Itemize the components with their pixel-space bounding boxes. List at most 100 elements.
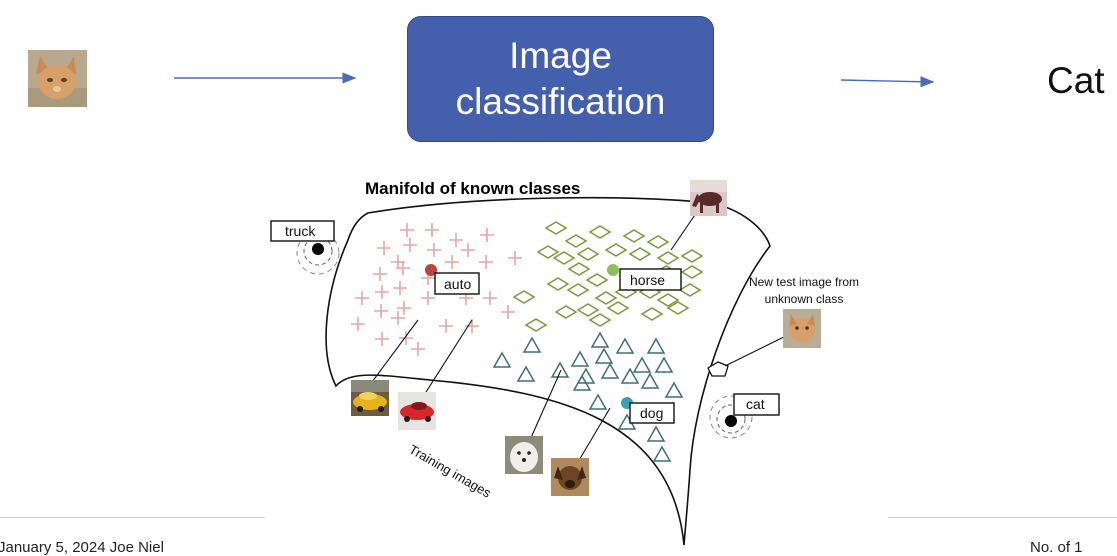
- horse-class-dot: [607, 264, 619, 276]
- auto-plus-marker: [425, 223, 439, 237]
- auto-plus-marker: [480, 228, 494, 242]
- box-line-1: Image: [509, 35, 612, 76]
- cat-label: cat: [746, 396, 765, 412]
- dog-triangle-marker: [632, 356, 652, 373]
- truck-label: truck: [285, 223, 316, 239]
- horse-diamond-marker: [524, 318, 548, 332]
- horse-diamond-marker: [546, 277, 570, 291]
- auto-plus-marker: [351, 317, 365, 331]
- horse-diamond-marker: [544, 221, 568, 235]
- dog-triangle-marker: [594, 347, 614, 364]
- input-cat-image: [28, 50, 87, 107]
- auto-plus-marker: [427, 243, 441, 257]
- dog-triangle-marker: [572, 374, 592, 391]
- box-line-2: classification: [455, 81, 666, 122]
- yellow-car-thumbnail: [351, 380, 389, 416]
- dog-triangle-marker: [600, 362, 620, 379]
- auto-plus-marker: [355, 291, 369, 305]
- horse-label-box: [619, 268, 682, 291]
- horse-diamond-marker: [680, 249, 704, 263]
- cat-label-box: [733, 393, 780, 416]
- dog-triangle-marker: [646, 425, 666, 442]
- auto-plus-marker: [396, 261, 410, 275]
- horse-diamond-marker: [576, 303, 600, 317]
- horse-diamond-marker: [564, 234, 588, 248]
- horse-thumbnail: [690, 180, 727, 216]
- footer-rule-right: [888, 517, 1117, 518]
- auto-plus-marker: [465, 319, 479, 333]
- red-car-thumbnail: [398, 392, 436, 430]
- brown-dog-thumbnail: [551, 458, 589, 496]
- auto-plus-marker: [508, 251, 522, 265]
- horse-diamond-marker: [566, 283, 590, 297]
- dog-triangle-marker: [590, 331, 610, 348]
- dog-triangle-marker: [516, 365, 536, 382]
- manifold-title: Manifold of known classes: [365, 179, 580, 198]
- auto-plus-marker: [439, 319, 453, 333]
- output-label: Cat: [1047, 60, 1105, 101]
- unknown-cat-thumbnail: [783, 309, 821, 348]
- horse-diamond-marker: [606, 301, 630, 315]
- dog-triangle-marker: [588, 393, 608, 410]
- auto-plus-marker: [374, 304, 388, 318]
- dog-triangle-marker: [654, 356, 674, 373]
- dog-label-box: [629, 402, 675, 424]
- horse-diamond-marker: [567, 262, 591, 276]
- horse-diamond-marker: [656, 251, 680, 265]
- test-note-line-1: New test image from: [749, 275, 859, 289]
- auto-plus-marker: [373, 267, 387, 281]
- auto-plus-marker: [375, 285, 389, 299]
- horse-diamond-marker: [678, 283, 702, 297]
- horse-diamond-marker: [622, 229, 646, 243]
- auto-plus-marker: [399, 331, 413, 345]
- dog-training-points: [492, 331, 684, 462]
- auto-class-dot: [425, 264, 437, 276]
- auto-plus-marker: [411, 342, 425, 356]
- auto-plus-marker: [479, 255, 493, 269]
- horse-diamond-marker: [512, 290, 536, 304]
- auto-plus-marker: [375, 332, 389, 346]
- auto-plus-marker: [483, 291, 497, 305]
- cat-unknown-point: [709, 395, 753, 439]
- horse-diamond-marker: [576, 247, 600, 261]
- horse-diamond-marker: [666, 301, 690, 315]
- horse-diamond-marker: [594, 291, 618, 305]
- dog-triangle-marker: [652, 445, 672, 462]
- horse-diamond-marker: [640, 307, 664, 321]
- dog-triangle-marker: [570, 350, 590, 367]
- test-note-line-2: unknown class: [765, 292, 844, 306]
- dog-triangle-marker: [615, 337, 635, 354]
- horse-diamond-marker: [554, 305, 578, 319]
- horse-diamond-marker: [552, 251, 576, 265]
- auto-plus-marker: [397, 301, 411, 315]
- auto-label-box: [434, 272, 480, 295]
- auto-plus-marker: [400, 223, 414, 237]
- auto-plus-marker: [391, 311, 405, 325]
- dog-triangle-marker: [646, 337, 666, 354]
- horse-diamond-marker: [646, 235, 670, 249]
- auto-training-points: [351, 223, 522, 356]
- horse-diamond-marker: [604, 243, 628, 257]
- dog-triangle-marker: [492, 351, 512, 368]
- auto-plus-marker: [501, 305, 515, 319]
- footer-right-text: No. of 1: [1030, 539, 1083, 556]
- image-classification-box: Image classification: [407, 16, 714, 142]
- auto-plus-marker: [377, 241, 391, 255]
- auto-plus-marker: [445, 255, 459, 269]
- horse-diamond-marker: [588, 225, 612, 239]
- flow-arrows: [174, 72, 935, 88]
- horse-diamond-marker: [656, 293, 680, 307]
- truck-label-box: [270, 220, 335, 242]
- auto-plus-marker: [403, 238, 417, 252]
- dog-triangle-marker: [640, 372, 660, 389]
- auto-plus-marker: [461, 243, 475, 257]
- horse-diamond-marker: [585, 273, 609, 287]
- dog-triangle-marker: [620, 367, 640, 384]
- footer-left-text: January 5, 2024 Joe Niel: [0, 539, 164, 556]
- dog-triangle-marker: [664, 381, 684, 398]
- horse-diamond-marker: [680, 265, 704, 279]
- dog-triangle-marker: [576, 367, 596, 384]
- horse-diamond-marker: [628, 247, 652, 261]
- horse-diamond-marker: [588, 313, 612, 327]
